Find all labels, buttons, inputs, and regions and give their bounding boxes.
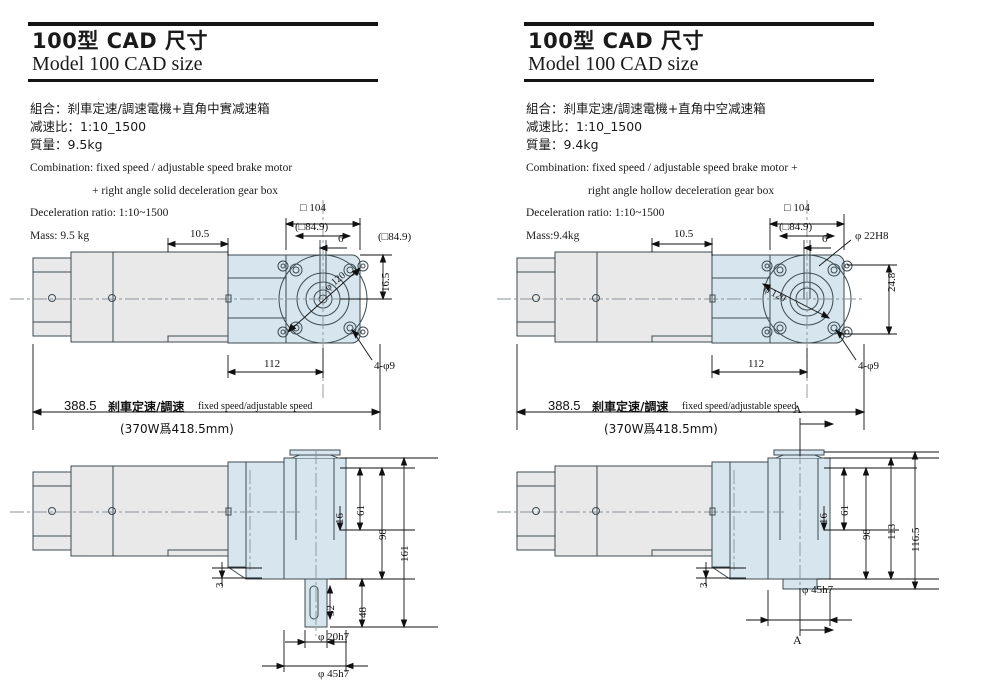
spec-en-mass: Mass:9.4kg [526,229,580,242]
dim-onesixtyone: 161 [399,545,411,563]
dim-overall-388: 388.5 [548,398,581,413]
dim-phi-45h7: φ 45h7 [802,584,834,596]
dim-four-phi-9: 4-φ9 [858,360,880,372]
section-mark-a-bottom: A [793,633,802,647]
header-block-right: 100型 CAD 尺寸 Model 100 CAD size [524,22,874,83]
title-chinese: 100型 CAD 尺寸 [32,29,209,53]
spec-en-combination: Combination: fixed speed / adjustable sp… [30,162,293,175]
dim-twentyfour-eight: 24.8 [886,272,898,292]
header-rule-top [28,22,378,26]
dim-sixteen-five: 16.5 [380,272,392,292]
spec-en-ratio: Deceleration ratio: 1:10~1500 [526,207,665,220]
panel-right-hollow-gearbox: 100型 CAD 尺寸 Model 100 CAD size 組合：刹車定速/調… [497,0,997,689]
dim-four-phi-9: 4-φ9 [374,360,396,372]
spec-en-combination-cont: right angle hollow deceleration gear box [588,184,775,197]
dim-overall-bracket: (370W爲418.5mm) [120,422,234,436]
dim-six: 6 [822,233,828,245]
top-view-left: □ 104 (□84.9) (□84.9) 6 10.5 16.5 112 φ … [0,0,498,450]
title-english: Model 100 CAD size [32,53,203,76]
dim-three: 3 [698,582,710,589]
spec-en-ratio: Deceleration ratio: 1:10~1500 [30,207,169,220]
header-rule-bottom [524,79,874,83]
dim-overall-note-cn: 刹車定速/調速 [108,400,185,414]
header-block-left: 100型 CAD 尺寸 Model 100 CAD size [28,22,378,83]
dim-sixteen: 16 [334,513,346,524]
spec-cn-ratio: 减速比：1:10_1500 [526,119,643,135]
dim-overall-388: 388.5 [64,398,97,413]
dim-sixtyone: 61 [355,505,367,516]
dim-sixtyone: 61 [839,505,851,516]
dim-overall-note-en: fixed speed/adjustable speed [198,401,313,412]
dim-thirtytwo: 32 [325,605,337,616]
spec-cn-mass: 質量：9.4kg [526,137,599,153]
header-rule-bottom [28,79,378,83]
dim-overall-note-en: fixed speed/adjustable speed [682,401,797,412]
dim-square-104: □ 104 [300,202,326,214]
spec-cn-combination: 組合：刹車定速/調速電機+直角中空减速箱 [526,101,766,116]
dim-overall-note-cn: 刹車定速/調速 [592,400,669,414]
title-english: Model 100 CAD size [528,53,699,76]
dim-phi-22H8: φ 22H8 [855,230,889,242]
dim-square-849-inner: (□84.9) [295,221,329,233]
header-rule-top [524,22,874,26]
spec-cn-combination: 組合：刹車定速/調速電機+直角中實减速箱 [30,101,270,116]
spec-block-left: 組合：刹車定速/調速電機+直角中實减速箱 减速比：1:10_1500 質量：9.… [30,100,390,244]
spec-en-mass: Mass: 9.5 kg [30,229,90,242]
spec-en-combination: Combination: fixed speed / adjustable sp… [526,162,798,175]
dim-onethirteen: 113 [886,523,898,540]
dim-square-849-outer: (□84.9) [378,231,412,243]
dim-ninetyeight: 98 [377,529,389,540]
section-mark-a-top: A [793,402,802,416]
dim-ten-five: 10.5 [190,228,210,240]
side-view-left: 3 16 61 98 48 161 32 φ 20h7 φ 45h7 [0,440,498,689]
dim-three: 3 [214,582,226,589]
dim-one-twelve: 112 [748,358,765,370]
dim-six: 6 [338,233,344,245]
dim-one-twelve: 112 [264,358,281,370]
top-view-right: □ 104 (□84.9) 6 10.5 φ 22H8 24.8 112 φ 1… [497,0,997,450]
side-view-right: 3 A A 16 61 98 113 116.5 φ 45h7 [497,402,997,689]
spec-cn-ratio: 减速比：1:10_1500 [30,119,147,135]
dim-one-sixteen-five: 116.5 [910,527,922,552]
spec-block-right: 組合：刹車定速/調速電機+直角中空减速箱 减速比：1:10_1500 質量：9.… [526,100,886,244]
panel-left-solid-gearbox: 100型 CAD 尺寸 Model 100 CAD size 組合：刹車定速/調… [0,0,498,689]
dim-square-849-inner: (□84.9) [779,221,813,233]
dim-ten-five: 10.5 [674,228,694,240]
dim-sixteen: 16 [818,513,830,524]
dim-fortyeight: 48 [357,607,369,618]
dim-phi-20h7: φ 20h7 [318,631,350,643]
dim-square-104: □ 104 [784,202,810,214]
spec-en-combination-cont: + right angle solid deceleration gear bo… [92,184,278,197]
dim-ninetyeight: 98 [861,529,873,540]
spec-cn-mass: 質量：9.5kg [30,137,103,153]
title-chinese: 100型 CAD 尺寸 [528,29,705,53]
dim-overall-bracket: (370W爲418.5mm) [604,422,718,436]
dim-phi-45h7: φ 45h7 [318,668,350,680]
